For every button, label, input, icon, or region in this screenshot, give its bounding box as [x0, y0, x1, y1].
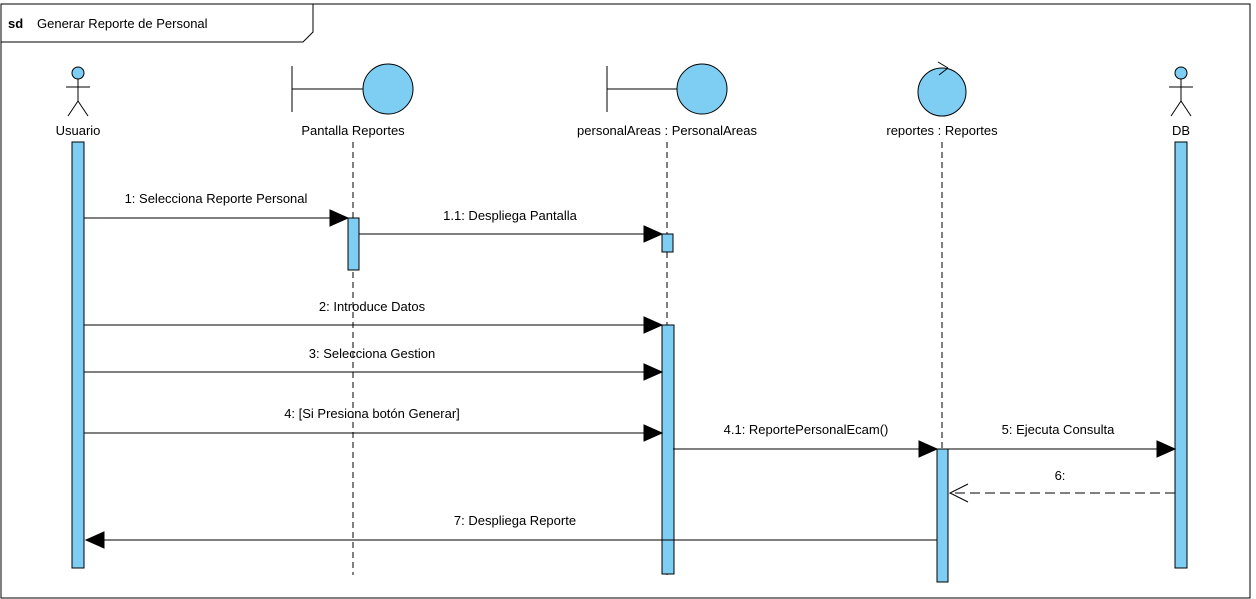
message-label: 2: Introduce Datos — [319, 299, 426, 314]
control-icon — [917, 61, 967, 117]
message-label: 4: [Si Presiona botón Generar] — [284, 406, 460, 421]
arrowhead-icon — [643, 316, 664, 334]
message-5[interactable]: 5: Ejecuta Consulta — [948, 422, 1177, 458]
arrowhead-icon — [329, 209, 350, 227]
participant-label: personalAreas : PersonalAreas — [577, 123, 757, 138]
frame-title: Generar Reporte de Personal — [37, 16, 208, 31]
message-label: 7: Despliega Reporte — [454, 513, 576, 528]
participant-label: Usuario — [56, 123, 101, 138]
message-label: 3: Selecciona Gestion — [309, 346, 435, 361]
arrowhead-icon — [643, 225, 664, 243]
message-7[interactable]: 7: Despliega Reporte — [84, 513, 937, 549]
participant-reportes[interactable]: reportes : Reportes — [886, 61, 998, 138]
participant-personal-areas[interactable]: personalAreas : PersonalAreas — [577, 63, 757, 138]
participant-db[interactable]: DB — [1169, 66, 1193, 138]
arrowhead-icon — [643, 363, 664, 381]
activation-bars — [71, 141, 1188, 583]
message-label: 4.1: ReportePersonalEcam() — [724, 422, 889, 437]
message-4-1[interactable]: 4.1: ReportePersonalEcam() — [673, 422, 939, 458]
participant-pantalla-reportes[interactable]: Pantalla Reportes — [291, 63, 414, 138]
arrowhead-icon — [918, 440, 939, 458]
diagram-frame: sd Generar Reporte de Personal — [0, 3, 1251, 599]
message-label: 1: Selecciona Reporte Personal — [125, 191, 308, 206]
message-6[interactable]: 6: — [948, 468, 1175, 503]
activation-reportes — [936, 448, 949, 583]
arrowhead-icon — [84, 531, 105, 549]
arrowhead-icon — [643, 424, 664, 442]
actor-icon — [66, 66, 90, 117]
messages: 1: Selecciona Reporte Personal 1.1: Desp… — [84, 191, 1177, 549]
message-1-1[interactable]: 1.1: Despliega Pantalla — [359, 208, 664, 243]
activation-pantalla — [347, 217, 360, 271]
message-1[interactable]: 1: Selecciona Reporte Personal — [84, 191, 350, 227]
actor-icon — [1169, 66, 1193, 117]
activation-personal-areas-2 — [661, 324, 675, 575]
message-3[interactable]: 3: Selecciona Gestion — [84, 346, 664, 381]
boundary-icon — [606, 63, 728, 115]
message-label: 1.1: Despliega Pantalla — [443, 208, 577, 223]
message-label: 5: Ejecuta Consulta — [1002, 422, 1116, 437]
participant-label: reportes : Reportes — [886, 123, 998, 138]
activation-personal-areas-1 — [661, 233, 674, 253]
message-2[interactable]: 2: Introduce Datos — [84, 299, 664, 334]
participant-usuario[interactable]: Usuario — [56, 66, 101, 138]
arrowhead-icon — [1156, 440, 1177, 458]
open-arrowhead-icon — [948, 483, 969, 503]
lifelines — [77, 142, 1182, 575]
message-4[interactable]: 4: [Si Presiona botón Generar] — [84, 406, 664, 442]
participant-label: DB — [1172, 123, 1190, 138]
activation-usuario — [71, 141, 85, 569]
participant-label: Pantalla Reportes — [301, 123, 405, 138]
activation-db — [1174, 141, 1188, 569]
message-label: 6: — [1055, 468, 1066, 483]
boundary-icon — [291, 63, 414, 115]
frame-keyword: sd — [8, 16, 23, 31]
